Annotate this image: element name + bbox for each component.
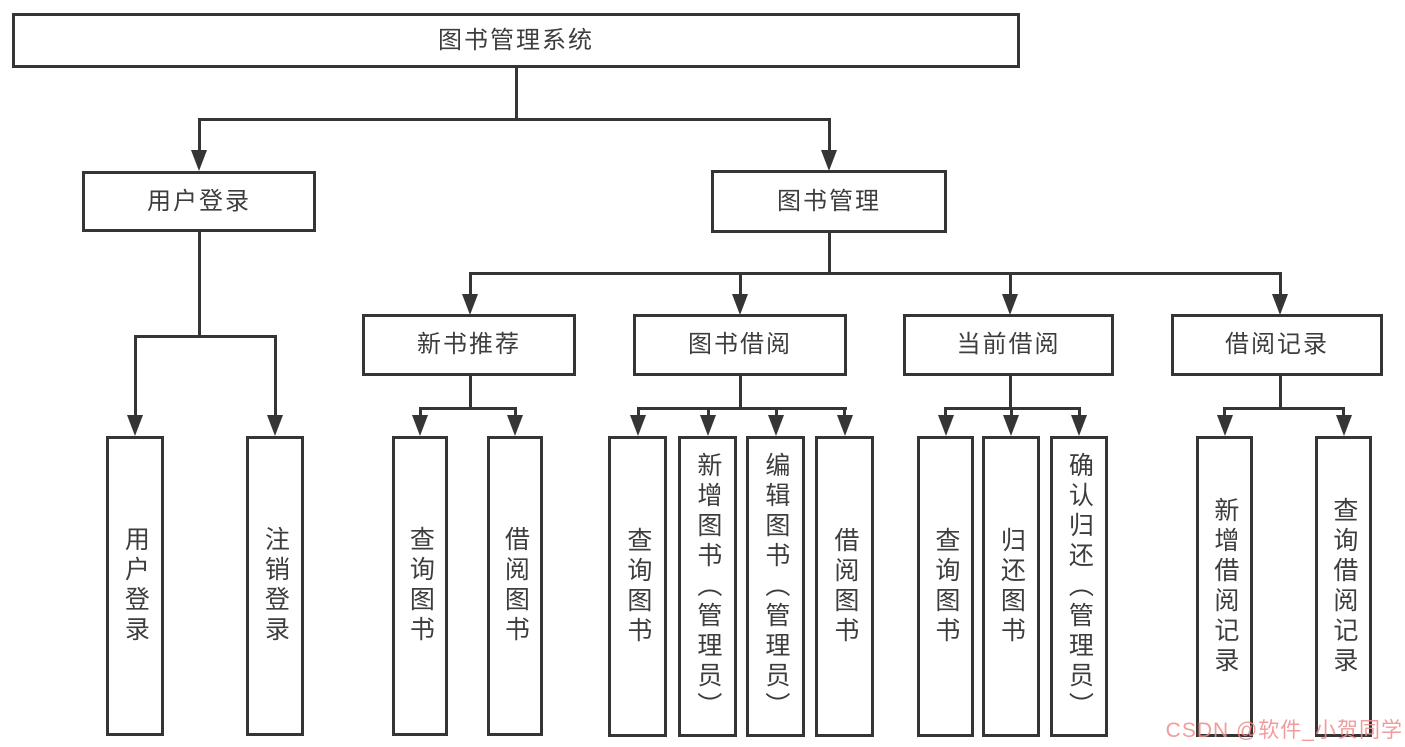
arrow-to-book-management <box>821 118 837 171</box>
node-library-system: 图书管理系统 <box>12 13 1020 68</box>
node-leaf-borrowing-borrow-books: 借阅图书 <box>815 436 874 737</box>
arrow-to-user-login <box>191 118 207 171</box>
arrow-to-current-return-books <box>1003 407 1019 436</box>
arrow-to-borrowing-add-books <box>700 407 716 436</box>
node-leaf-records-add-record: 新增借阅记录 <box>1196 436 1253 737</box>
node-leaf-borrowing-edit-books: 编辑图书（管理员） <box>746 436 805 737</box>
arrow-to-borrowing-borrow-books <box>836 407 853 436</box>
arrow-to-new-book-recommend <box>462 272 478 315</box>
node-leaf-recommend-query-books: 查询图书 <box>392 436 448 736</box>
node-leaf-borrowing-query-books: 查询图书 <box>608 436 667 737</box>
arrow-to-leaf-user-login <box>127 335 143 436</box>
connector-current-bar <box>944 407 1081 410</box>
node-leaf-current-query-books: 查询图书 <box>917 436 974 737</box>
connector-book-management-stem <box>827 233 831 275</box>
connector-current-stem <box>1008 376 1012 410</box>
node-user-login: 用户登录 <box>82 171 316 232</box>
connector-user-login-bar <box>133 335 277 338</box>
arrow-to-borrowing-records <box>1272 272 1288 315</box>
arrow-to-recommend-query-books <box>412 407 428 436</box>
node-leaf-current-return-books: 归还图书 <box>982 436 1040 737</box>
connector-records-stem <box>1278 376 1282 410</box>
node-new-book-recommend: 新书推荐 <box>362 314 576 376</box>
node-leaf-user-login: 用户登录 <box>106 436 164 736</box>
node-borrowing-records: 借阅记录 <box>1171 314 1383 376</box>
arrow-to-book-borrowing <box>732 272 748 315</box>
node-leaf-current-confirm-return: 确认归还（管理员） <box>1050 436 1108 737</box>
connector-book-management-bar <box>468 272 1282 275</box>
node-book-borrowing: 图书借阅 <box>633 314 847 376</box>
connector-borrowing-bar <box>636 407 847 410</box>
arrow-to-current-borrowing <box>1002 272 1018 315</box>
node-current-borrowing: 当前借阅 <box>903 314 1114 376</box>
arrow-to-leaf-logout <box>267 335 283 436</box>
node-leaf-recommend-borrow-books: 借阅图书 <box>487 436 543 736</box>
node-leaf-records-query-record: 查询借阅记录 <box>1315 436 1372 737</box>
arrow-to-borrowing-query-books <box>630 407 646 436</box>
connector-recommend-bar <box>418 407 517 410</box>
csdn-watermark: CSDN @软件_小贺同学 <box>1165 719 1403 742</box>
node-leaf-logout: 注销登录 <box>246 436 304 736</box>
node-leaf-borrowing-add-books: 新增图书（管理员） <box>678 436 737 737</box>
arrow-to-current-query-books <box>937 407 954 436</box>
connector-user-login-stem <box>197 232 201 338</box>
connector-root-bar <box>197 118 831 121</box>
connector-borrowing-stem <box>738 376 742 410</box>
arrow-to-current-confirm-return <box>1071 407 1087 436</box>
arrow-to-records-query-record <box>1335 407 1352 436</box>
connector-recommend-stem <box>468 376 472 410</box>
arrow-to-recommend-borrow-books <box>507 407 523 436</box>
node-book-management: 图书管理 <box>711 170 947 233</box>
connector-root-stem <box>514 68 518 121</box>
arrow-to-borrowing-edit-books <box>768 407 784 436</box>
connector-records-bar <box>1223 407 1345 410</box>
arrow-to-records-add-record <box>1216 407 1233 436</box>
